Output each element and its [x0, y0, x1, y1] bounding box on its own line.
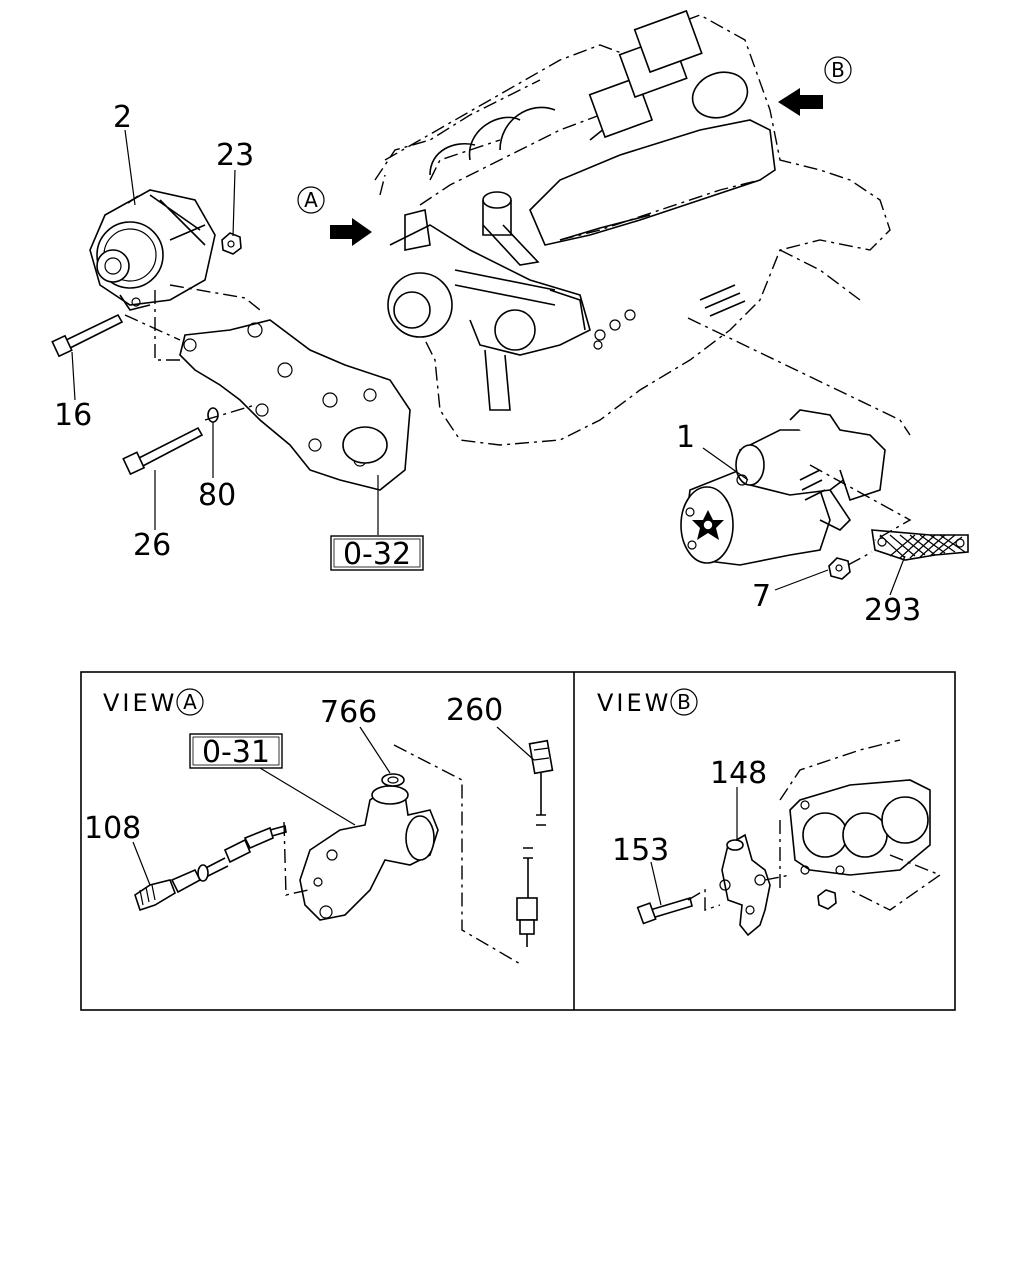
sensor-260: [516, 739, 554, 947]
marker-b: B: [824, 56, 852, 84]
part-label-80: 80: [198, 478, 236, 513]
bolt-153: [636, 896, 693, 925]
part-label-260: 260: [446, 693, 503, 728]
part-label-26: 26: [133, 528, 171, 563]
ref-label-0-31: 0-31: [202, 735, 270, 770]
coolant-fitting: [299, 785, 439, 921]
view-panels: [80, 671, 956, 1011]
part-label-108: 108: [84, 811, 141, 846]
alternator-bracket: [179, 319, 411, 491]
view-a-word: VIEW: [103, 689, 177, 717]
part-label-2: 2: [113, 100, 132, 135]
heat-shield-293: [871, 529, 969, 561]
leader-lines-top: [71, 129, 906, 596]
marker-a: A: [297, 186, 325, 214]
part-label-153: 153: [612, 833, 669, 868]
part-label-23: 23: [216, 138, 254, 173]
part-label-16: 16: [54, 398, 92, 433]
bracket-148: [719, 833, 771, 937]
bolt-16: [51, 313, 124, 358]
part-label-7: 7: [752, 579, 771, 614]
view-a-title: VIEW A: [103, 688, 204, 717]
engine-block: [330, 9, 891, 446]
starter-motor: [680, 409, 886, 566]
view-a-arrow: [330, 218, 372, 246]
alternator: [89, 189, 216, 311]
ref-box-0-32: 0-32: [330, 535, 424, 572]
nut-7: [828, 557, 851, 580]
part-label-293: 293: [864, 593, 921, 628]
view-a-letter: A: [183, 690, 197, 714]
view-b-letter: B: [677, 690, 691, 714]
ref-label-0-32: 0-32: [343, 537, 411, 572]
bolt-26: [122, 426, 204, 476]
part-label-1: 1: [676, 420, 695, 455]
manifold-gasket: [789, 779, 931, 876]
part-label-766: 766: [320, 695, 377, 730]
view-b-word: VIEW: [597, 689, 671, 717]
marker-b-letter: B: [831, 58, 845, 82]
marker-a-letter: A: [304, 188, 318, 212]
washer-766: [381, 773, 405, 787]
ref-box-0-31: 0-31: [189, 733, 283, 770]
view-b-arrow: [778, 88, 823, 116]
nut-23: [221, 232, 242, 255]
washer-80: [207, 407, 219, 423]
sensor-108: [134, 825, 287, 912]
part-label-148: 148: [710, 756, 767, 791]
view-b-title: VIEW B: [597, 688, 698, 717]
